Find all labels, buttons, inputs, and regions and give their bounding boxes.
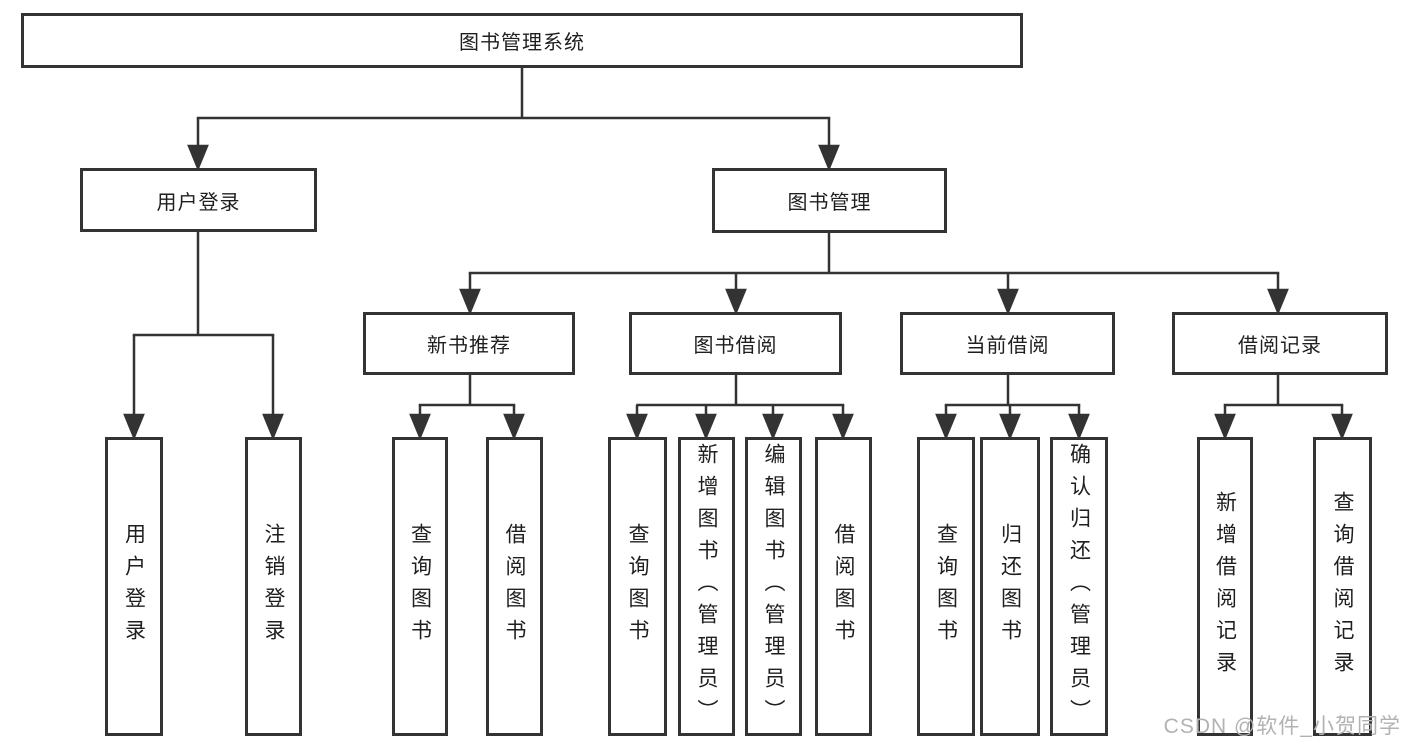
arrowhead <box>123 413 145 441</box>
leaf-borrow-add-books: 新增图书（管理员） <box>678 437 735 736</box>
node-book-borrow-label: 图书借阅 <box>693 335 778 357</box>
arrowhead <box>832 413 854 441</box>
arrowhead <box>1267 288 1289 316</box>
leaf-borrow-borrow-books-label: 借阅图书 <box>832 522 855 651</box>
node-borrow-records-label: 借阅记录 <box>1238 335 1322 357</box>
leaf-current-query-books: 查询图书 <box>917 437 975 736</box>
leaf-records-query-record-label: 查询借阅记录 <box>1331 490 1354 683</box>
node-new-book-rec-label: 新书推荐 <box>427 335 511 357</box>
arrowhead <box>997 288 1019 316</box>
leaf-records-query-record: 查询借阅记录 <box>1313 437 1372 736</box>
leaf-rec-borrow-books: 借阅图书 <box>486 437 543 736</box>
arrowhead <box>626 413 648 441</box>
leaf-current-return-books-label: 归还图书 <box>998 522 1022 651</box>
node-root: 图书管理系统 <box>21 13 1023 68</box>
leaf-logout-label: 注销登录 <box>262 522 285 651</box>
leaf-borrow-borrow-books: 借阅图书 <box>815 437 872 736</box>
leaf-rec-query-books: 查询图书 <box>392 437 448 736</box>
leaf-logout: 注销登录 <box>245 437 302 736</box>
leaf-current-confirm-return: 确认归还（管理员） <box>1050 437 1108 736</box>
arrowhead <box>409 413 431 441</box>
arrowhead <box>1068 413 1090 441</box>
arrowhead <box>1214 413 1236 441</box>
leaf-borrow-query-books-label: 查询图书 <box>626 522 649 651</box>
node-borrow-records: 借阅记录 <box>1172 312 1388 375</box>
arrowhead <box>262 413 284 441</box>
node-current-borrow: 当前借阅 <box>900 312 1115 375</box>
node-book-mgmt: 图书管理 <box>712 168 947 233</box>
leaf-current-confirm-return-label: 确认归还（管理员） <box>1067 442 1091 731</box>
leaf-user-login-label: 用户登录 <box>122 522 146 651</box>
leaf-rec-borrow-books-label: 借阅图书 <box>503 522 526 651</box>
arrowhead <box>999 413 1021 441</box>
csdn-watermark: CSDN @软件_小贺同学 <box>1163 715 1401 738</box>
arrowhead <box>187 144 209 172</box>
leaf-borrow-query-books: 查询图书 <box>608 437 667 736</box>
arrowhead <box>818 144 840 172</box>
node-book-mgmt-label: 图书管理 <box>787 192 872 214</box>
leaf-borrow-add-books-label: 新增图书（管理员） <box>695 442 718 731</box>
leaf-current-query-books-label: 查询图书 <box>934 522 958 651</box>
leaf-records-add-record-label: 新增借阅记录 <box>1213 490 1237 683</box>
node-current-borrow-label: 当前借阅 <box>965 335 1050 357</box>
arrowhead <box>1331 413 1353 441</box>
arrowhead <box>935 413 957 441</box>
node-root-label: 图书管理系统 <box>459 32 585 54</box>
leaf-borrow-edit-books: 编辑图书（管理员） <box>745 437 802 736</box>
leaf-current-return-books: 归还图书 <box>980 437 1040 736</box>
arrowhead <box>503 413 525 441</box>
arrowhead <box>459 288 481 316</box>
arrowhead <box>695 413 717 441</box>
node-user-login: 用户登录 <box>80 168 317 232</box>
node-user-login-label: 用户登录 <box>156 191 241 214</box>
leaf-user-login: 用户登录 <box>105 437 163 736</box>
node-book-borrow: 图书借阅 <box>629 312 842 375</box>
leaf-records-add-record: 新增借阅记录 <box>1197 437 1253 736</box>
node-new-book-rec: 新书推荐 <box>363 312 575 375</box>
leaf-rec-query-books-label: 查询图书 <box>408 522 432 651</box>
arrowhead <box>725 288 747 316</box>
leaf-borrow-edit-books-label: 编辑图书（管理员） <box>762 442 785 731</box>
arrowhead <box>762 413 784 441</box>
